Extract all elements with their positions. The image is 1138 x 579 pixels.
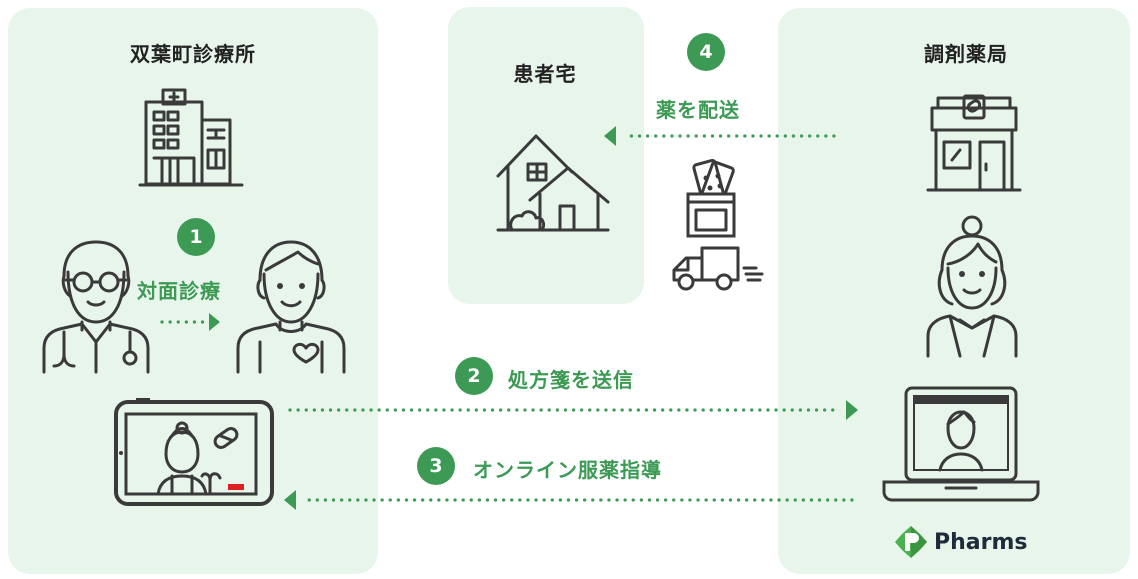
- pharmacy-store-icon: [926, 94, 1022, 192]
- doctor-icon: [42, 240, 150, 374]
- step-1-badge: 1: [177, 218, 215, 256]
- laptop-video-call-icon: [882, 386, 1040, 502]
- pharmacist-icon: [926, 215, 1018, 358]
- step-3-label: オンライン服薬指導: [473, 458, 662, 482]
- step-4-label: 薬を配送: [656, 98, 740, 122]
- pharmacy-title: 調剤薬局: [924, 42, 1008, 66]
- patient-home-panel: [448, 7, 644, 304]
- step-1-label: 対面診療: [137, 279, 221, 303]
- brand-name: Pharms: [934, 529, 1028, 555]
- medicine-bag-icon: [686, 159, 736, 238]
- step-3-badge: 3: [417, 447, 455, 485]
- patient-icon: [236, 240, 346, 374]
- tablet-video-call-icon: [114, 398, 274, 506]
- clinic-title: 双葉町診療所: [130, 42, 256, 66]
- step-4-badge: 4: [687, 33, 725, 71]
- pharms-logo: Pharms: [894, 525, 1028, 559]
- house-icon: [496, 134, 610, 232]
- step-2-label: 処方箋を送信: [508, 368, 634, 392]
- pharms-logo-icon: [895, 526, 927, 558]
- delivery-truck-icon: [672, 246, 764, 291]
- step-2-badge: 2: [455, 357, 493, 395]
- hospital-building-icon: [138, 88, 244, 187]
- home-title: 患者宅: [513, 62, 577, 86]
